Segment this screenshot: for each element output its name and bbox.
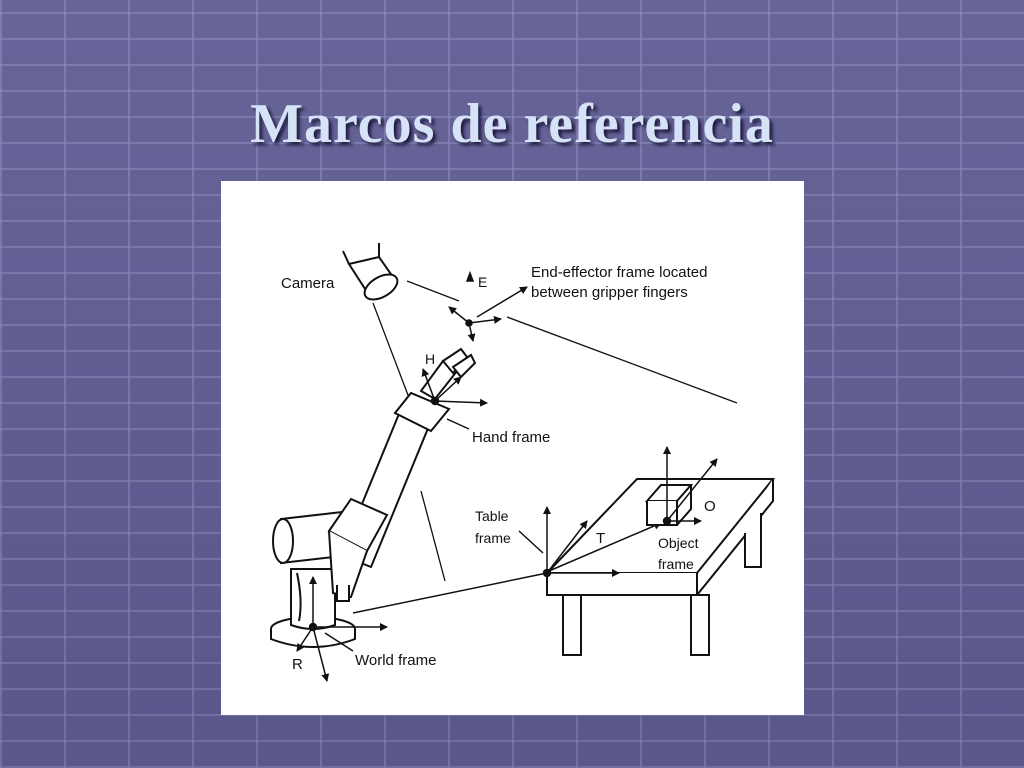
label-table-frame-2: frame — [475, 530, 511, 546]
camera-sight-lines — [372, 280, 738, 582]
object-frame — [662, 446, 718, 526]
t-vector — [548, 522, 662, 572]
slide-title: Marcos de referencia — [250, 93, 774, 155]
robot-arm — [327, 347, 477, 602]
robot-frames-diagram: Camera E End-effector frame located betw… — [270, 243, 776, 682]
label-e: E — [478, 274, 487, 290]
label-table-frame-1: Table — [475, 508, 509, 524]
camera-icon — [342, 243, 399, 301]
label-object-frame-2: frame — [658, 556, 694, 572]
label-t: T — [596, 530, 605, 547]
label-end-effector-2: between gripper fingers — [531, 284, 688, 301]
world-frame — [296, 572, 548, 682]
label-o: O — [704, 498, 716, 515]
label-object-frame-1: Object — [658, 535, 699, 551]
label-end-effector-1: End-effector frame located — [531, 264, 707, 281]
label-r: R — [292, 656, 303, 673]
end-effector-frame — [448, 270, 528, 342]
label-camera: Camera — [281, 275, 335, 292]
label-h: H — [425, 351, 435, 367]
hand-frame — [421, 368, 488, 430]
label-world-frame: World frame — [355, 652, 436, 669]
table-frame — [518, 506, 620, 578]
label-hand-frame: Hand frame — [472, 429, 550, 446]
diagram-panel: Camera E End-effector frame located betw… — [221, 181, 804, 715]
